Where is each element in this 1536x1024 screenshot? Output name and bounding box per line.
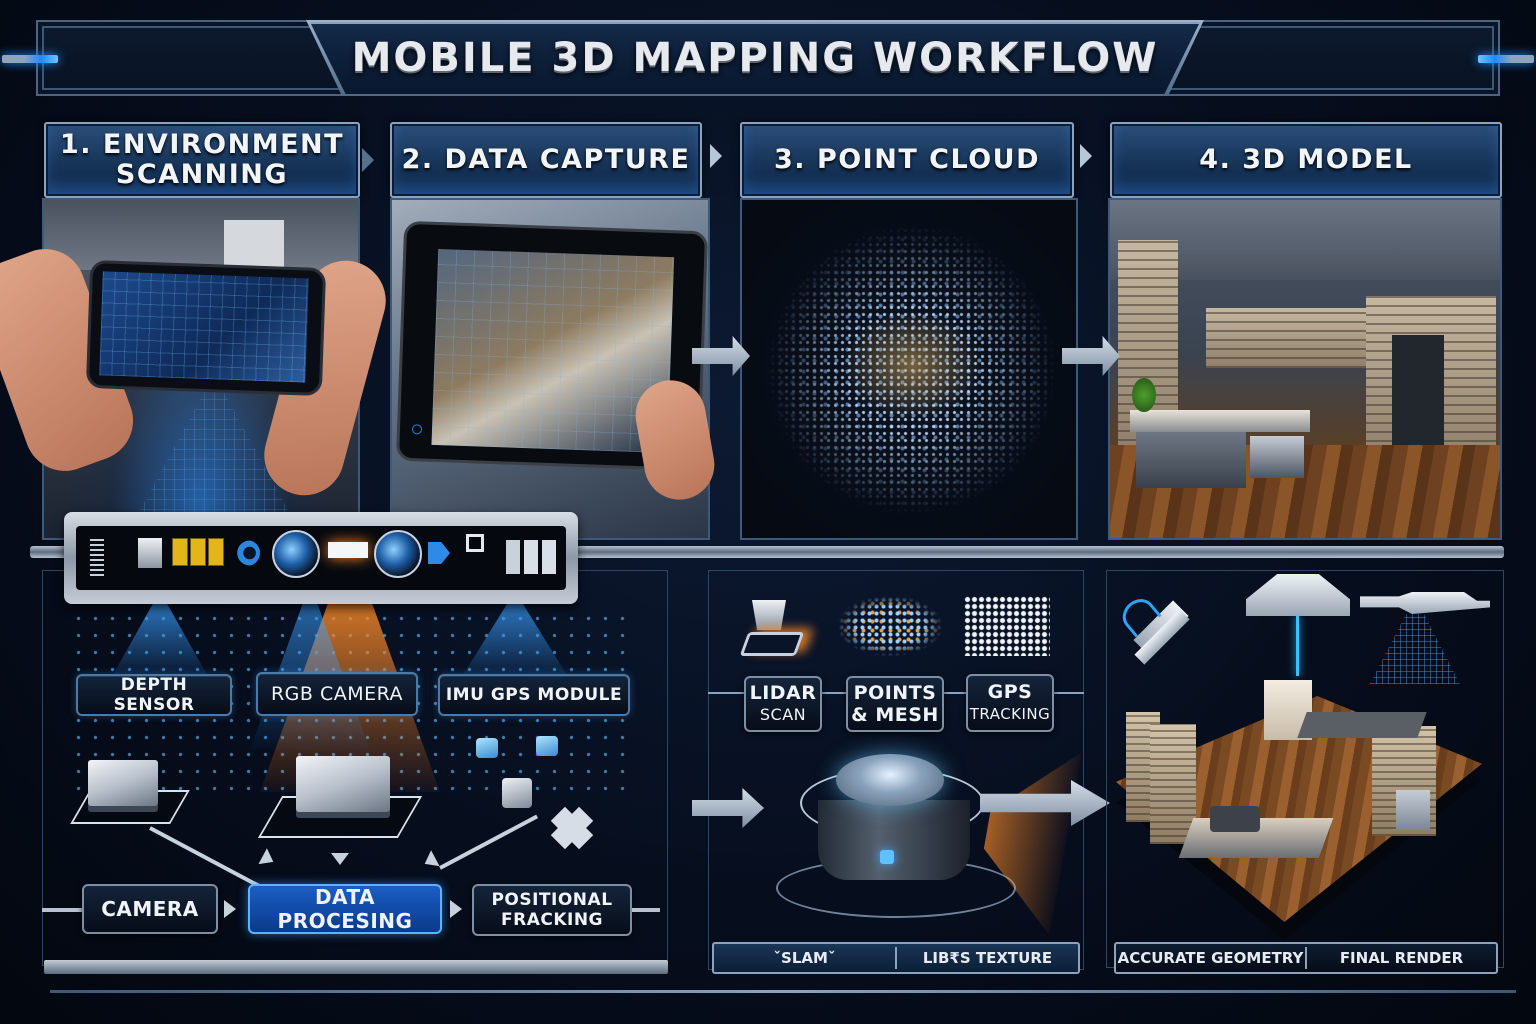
processing-footer-plate: ˇSLAMˇ LIB₹S TEXTURE bbox=[712, 942, 1080, 974]
module-slot-icon bbox=[506, 540, 520, 574]
render-doorway bbox=[1392, 335, 1444, 445]
battery-cell-icon bbox=[190, 538, 206, 566]
depth-lens-icon bbox=[374, 530, 422, 578]
footer-label-accurate-geometry: ACCURATE GEOMETRY bbox=[1117, 949, 1304, 967]
module-title: LIDAR bbox=[749, 682, 817, 704]
room-shelf bbox=[224, 220, 284, 270]
pipeline-step-positional-tracking: POSITIONAL FRACKING bbox=[472, 884, 632, 936]
step-label: POINT CLOUD bbox=[816, 144, 1040, 175]
smartphone-icon bbox=[85, 259, 327, 397]
footer-label-final-render: FINAL RENDER bbox=[1339, 949, 1464, 967]
footer-label-slam: ˇSLAMˇ bbox=[773, 949, 836, 967]
step-label: ENVIRONMENT bbox=[102, 129, 345, 160]
point-cloud-core bbox=[842, 310, 982, 420]
render-plant bbox=[1132, 378, 1156, 412]
lidar-base-icon bbox=[739, 632, 805, 656]
footer-label-textures: LIB₹S TEXTURE bbox=[922, 949, 1053, 967]
bottom-frame-rail bbox=[50, 990, 1516, 993]
hardware-footer-rail bbox=[44, 960, 668, 974]
sensor-label-imu-gps: IMU GPS MODULE bbox=[438, 674, 630, 716]
render-ottoman bbox=[1250, 436, 1304, 478]
step-label: 3D MODEL bbox=[1242, 144, 1413, 175]
module-points-mesh: POINTS & MESH bbox=[846, 676, 944, 732]
sensor-square-icon bbox=[466, 534, 484, 552]
step-number: 3. bbox=[773, 144, 807, 175]
camera-cube-icon bbox=[88, 760, 158, 806]
signal-icon bbox=[428, 542, 450, 564]
sensor-label-depth: DEPTH SENSOR bbox=[76, 674, 232, 716]
battery-cell-icon bbox=[172, 538, 188, 566]
camera-lens-icon bbox=[272, 530, 320, 578]
module-gps-tracking: GPS TRACKING bbox=[966, 674, 1054, 732]
pipeline-arrow-icon bbox=[224, 900, 236, 918]
step-arrow-icon bbox=[710, 144, 722, 168]
slam-device-body bbox=[818, 800, 970, 880]
pipeline-connector bbox=[42, 908, 82, 912]
sensor-hardware-bar bbox=[64, 512, 578, 604]
sensor-label-rgb-camera: RGB CAMERA bbox=[256, 672, 418, 716]
phone-scan-screen bbox=[99, 271, 309, 383]
vent-icon bbox=[90, 536, 104, 576]
output-footer-plate: ACCURATE GEOMETRY FINAL RENDER bbox=[1114, 942, 1498, 974]
step-number: 1. bbox=[59, 129, 92, 160]
slam-status-light bbox=[880, 850, 894, 864]
module-lidar-scan: LIDAR SCAN bbox=[744, 676, 822, 732]
scanner-beam bbox=[1296, 616, 1299, 676]
pipeline-connector bbox=[632, 908, 660, 912]
gps-cube-icon bbox=[964, 596, 1050, 656]
chip-icon bbox=[138, 538, 162, 568]
node-icon bbox=[536, 736, 558, 756]
footer-separator bbox=[895, 947, 897, 969]
iso-room-wall bbox=[1150, 724, 1196, 844]
step-arrow-icon bbox=[362, 148, 374, 172]
step-header-3d-model: 4. 3D MODEL bbox=[1110, 122, 1502, 198]
module-slot-icon bbox=[524, 540, 538, 574]
render-desk-top bbox=[1130, 410, 1310, 432]
module-title: GPS bbox=[987, 681, 1033, 703]
step-number: 2. bbox=[401, 144, 434, 175]
step-header-data-capture: 2. DATA CAPTURE bbox=[390, 122, 702, 198]
sensor-bar-panel bbox=[76, 526, 566, 590]
right-glow-indicator bbox=[1478, 55, 1534, 63]
module-subtitle: TRACKING bbox=[969, 705, 1051, 723]
processing-cube-icon bbox=[296, 756, 390, 812]
pipeline-arrow-icon bbox=[450, 900, 462, 918]
step-arrow-icon bbox=[1080, 144, 1092, 168]
render-stone-cabinet bbox=[1206, 308, 1366, 368]
footer-separator bbox=[1305, 947, 1307, 969]
module-subtitle: SCAN bbox=[759, 705, 807, 724]
step-header-environment-scanning: 1. ENVIRONMENT SCANNING bbox=[44, 122, 360, 198]
step-header-point-cloud: 3. POINT CLOUD bbox=[740, 122, 1074, 198]
room-backdrop bbox=[44, 200, 358, 270]
step-label-line2: SCANNING bbox=[115, 159, 289, 190]
gyro-icon bbox=[234, 540, 260, 566]
3d-model-render-image bbox=[1108, 198, 1502, 540]
iso-room-chair bbox=[1396, 790, 1430, 830]
positional-hub-icon bbox=[502, 778, 532, 808]
step-number: 4. bbox=[1199, 144, 1232, 175]
arrow-head-icon bbox=[331, 853, 349, 865]
module-title: POINTS bbox=[853, 682, 937, 704]
points-mesh-icon bbox=[838, 596, 942, 656]
pipeline-step-camera: CAMERA bbox=[82, 884, 218, 934]
left-glow-indicator bbox=[2, 55, 58, 63]
page-title: MOBILE 3D MAPPING WORKFLOW bbox=[351, 35, 1159, 81]
iso-room-roof-slab bbox=[1297, 712, 1427, 738]
step-label: DATA CAPTURE bbox=[444, 144, 691, 175]
battery-cell-icon bbox=[208, 538, 224, 566]
node-icon bbox=[476, 738, 498, 758]
iso-room-sofa bbox=[1210, 806, 1260, 832]
slam-sensor-dome bbox=[836, 754, 944, 806]
lidar-scanner-icon bbox=[752, 600, 786, 630]
point-cloud-image bbox=[740, 198, 1078, 540]
module-subtitle: & MESH bbox=[851, 704, 939, 726]
module-slot-icon bbox=[542, 540, 556, 574]
render-desk-base bbox=[1136, 432, 1246, 488]
pipeline-step-data-processing: DATA PROCESING bbox=[248, 884, 442, 934]
emitter-icon bbox=[328, 542, 368, 558]
tablet-home-button bbox=[411, 424, 423, 435]
title-plate bbox=[310, 22, 1200, 94]
